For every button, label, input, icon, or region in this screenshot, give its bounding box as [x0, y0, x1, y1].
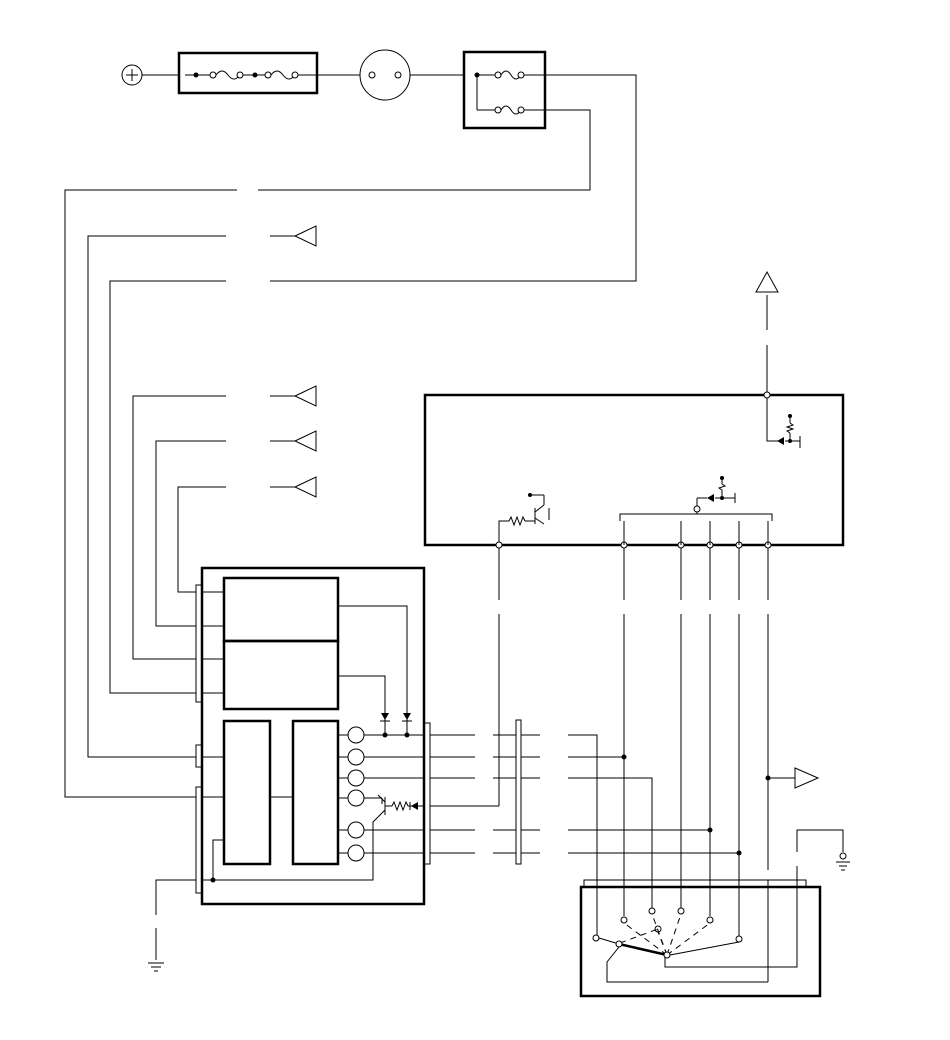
upper-right-module — [423, 270, 845, 549]
battery-positive-terminal — [121, 64, 179, 86]
diode-icon — [381, 713, 389, 720]
connector-triangle-4 — [270, 476, 317, 498]
diode-icon — [403, 713, 411, 720]
diode-icon — [707, 494, 714, 502]
resistor-icon — [391, 800, 409, 812]
rotary-switch — [579, 879, 822, 998]
inline-connector — [430, 719, 540, 865]
connector-triangle-2 — [270, 385, 317, 407]
diode-icon — [777, 437, 784, 445]
control-module — [195, 566, 431, 906]
fusible-link-block — [177, 51, 319, 95]
ground-icon — [836, 852, 850, 871]
ignition-switch — [359, 49, 411, 101]
fuse-block — [462, 50, 547, 130]
ground-icon — [148, 962, 164, 972]
connector-triangle-3 — [270, 430, 317, 452]
connector-triangle-1 — [270, 225, 317, 247]
diode-icon — [411, 802, 418, 810]
connector-triangle-5 — [765, 767, 820, 789]
resistor-icon — [508, 515, 526, 527]
